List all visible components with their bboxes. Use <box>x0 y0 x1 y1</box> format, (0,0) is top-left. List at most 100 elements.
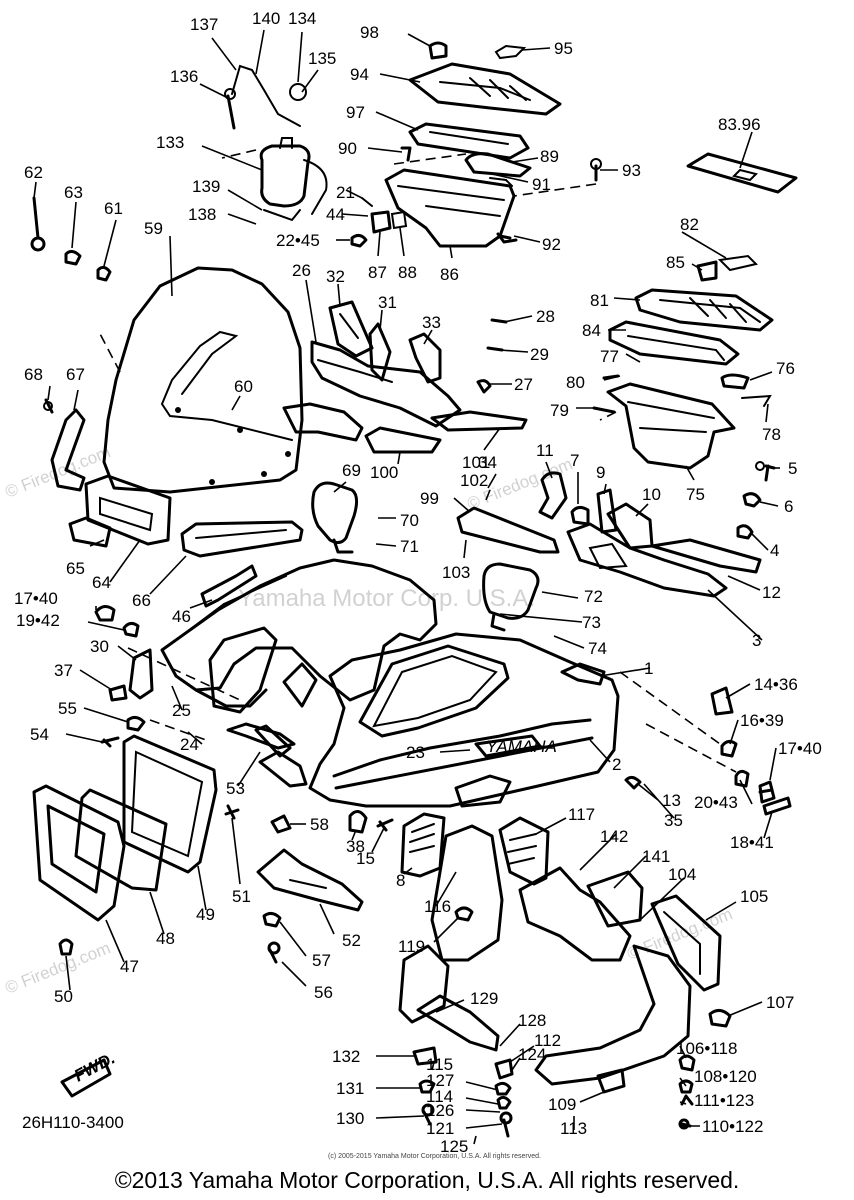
windscreen-59 <box>102 266 304 494</box>
part-label: 7 <box>570 451 579 470</box>
part-label: 53 <box>226 779 245 798</box>
part-label: 124 <box>518 1045 546 1064</box>
part-label: 18•41 <box>730 833 774 852</box>
part-label: 15 <box>356 849 375 868</box>
part-label: 136 <box>170 67 198 86</box>
part-label: 16•39 <box>740 711 784 730</box>
part-label: 94 <box>350 65 369 84</box>
part-label: 103 <box>442 563 470 582</box>
part-label: 127 <box>426 1071 454 1090</box>
watermark-brand-1: © Firedog.com <box>2 442 113 501</box>
part-116 <box>430 824 504 962</box>
part-label: 60 <box>234 377 253 396</box>
part-label: 35 <box>664 811 683 830</box>
part-label: 75 <box>686 485 705 504</box>
part-105 <box>650 894 722 992</box>
fine-print: (c) 2005-2015 Yamaha Motor Corporation, … <box>328 1153 541 1160</box>
part-label: 97 <box>346 103 365 122</box>
part-label: 88 <box>398 263 417 282</box>
part-label: 47 <box>120 957 139 976</box>
part-64 <box>84 474 172 546</box>
fwd-badge-text: FWD. <box>71 1048 118 1085</box>
part-label: 110•122 <box>702 1117 763 1136</box>
part-label: 27 <box>514 375 533 394</box>
decal-83-96 <box>686 152 798 194</box>
panel-81 <box>634 288 774 332</box>
part-label: 140 <box>252 9 280 28</box>
part-label: 19•42 <box>16 611 60 630</box>
part-label: 67 <box>66 365 85 384</box>
part-label: 82 <box>680 215 699 234</box>
part-label: 80 <box>566 373 585 392</box>
part-label: 85 <box>666 253 685 272</box>
part-label: 49 <box>196 905 215 924</box>
part-label: 4 <box>770 541 779 560</box>
part-label: 34 <box>478 453 497 472</box>
cowl-1 <box>308 632 620 808</box>
part-label: 21 <box>336 183 355 202</box>
inner-cowl <box>160 558 438 702</box>
part-label: 55 <box>58 699 77 718</box>
part-label: 86 <box>440 265 459 284</box>
part-label: 38 <box>346 837 365 856</box>
part-label: 46 <box>172 607 191 626</box>
part-label: 108•120 <box>694 1067 757 1086</box>
part-label: 142 <box>600 827 628 846</box>
part-label: 17•40 <box>778 739 822 758</box>
part-label: 61 <box>104 199 123 218</box>
part-label: 23 <box>406 743 425 762</box>
part-label: 129 <box>470 989 498 1008</box>
part-label: 83.96 <box>718 115 761 134</box>
part-label: 33 <box>422 313 441 332</box>
part-label: 62 <box>24 163 43 182</box>
part-label: 105 <box>740 887 768 906</box>
part-label: 131 <box>336 1079 364 1098</box>
part-label: 81 <box>590 291 609 310</box>
part-label: 132 <box>332 1047 360 1066</box>
part-label: 74 <box>588 639 607 658</box>
part-label: 112 <box>534 1031 561 1050</box>
part-52 <box>256 848 364 912</box>
part-label: 54 <box>30 725 49 744</box>
part-104 <box>534 944 692 1086</box>
part-label: 90 <box>338 139 357 158</box>
part-label: 107 <box>766 993 794 1012</box>
part-label: 87 <box>368 263 387 282</box>
part-label: 109 <box>548 1095 576 1114</box>
part-label: 71 <box>400 537 419 556</box>
part-label: 5 <box>788 459 797 478</box>
box-86 <box>384 168 516 248</box>
part-label: 99 <box>420 489 439 508</box>
part-label: 115 <box>426 1055 453 1074</box>
part-label: 22•45 <box>276 231 320 250</box>
part-label: 126 <box>426 1101 454 1120</box>
part-label: 91 <box>532 175 551 194</box>
part-label: 29 <box>530 345 549 364</box>
part-label: 139 <box>192 177 220 196</box>
part-label: 68 <box>24 365 43 384</box>
part-label: 125 <box>440 1137 468 1156</box>
copyright-footer: ©2013 Yamaha Motor Corporation, U.S.A. A… <box>114 1167 740 1193</box>
part-label: 52 <box>342 931 361 950</box>
part-label: 48 <box>156 929 175 948</box>
part-label: 63 <box>64 183 83 202</box>
bracket-26 <box>310 340 462 428</box>
reservoir-133 <box>259 144 311 208</box>
part-label: 56 <box>314 983 333 1002</box>
part-label: 114 <box>426 1087 453 1106</box>
part-label: 141 <box>642 847 670 866</box>
panel-48 <box>74 788 168 892</box>
part-8 <box>400 812 446 878</box>
part-label: 106•118 <box>676 1039 737 1058</box>
part-label: 133 <box>156 133 184 152</box>
part-label: 30 <box>90 637 109 656</box>
part-label: 26 <box>292 261 311 280</box>
part-label: 59 <box>144 219 163 238</box>
part-label: 135 <box>308 49 336 68</box>
part-label: 12 <box>762 583 781 602</box>
model-code: 26H110-3400 <box>22 1113 124 1132</box>
part-label: 104 <box>668 865 696 884</box>
part-label: 9 <box>596 463 605 482</box>
part-label: 92 <box>542 235 561 254</box>
panel-49 <box>122 734 218 874</box>
